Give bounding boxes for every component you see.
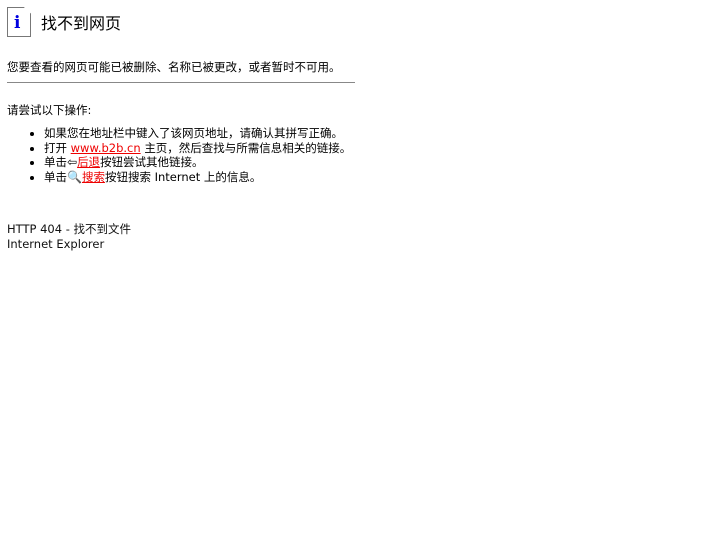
page-title: 找不到网页 xyxy=(41,14,122,33)
divider xyxy=(7,82,355,83)
item-text: 打开 xyxy=(44,140,67,155)
info-document-icon: i xyxy=(7,7,31,37)
browser-name: Internet Explorer xyxy=(7,236,105,251)
item-text: 主页，然后查找与所需信息相关的链接。 xyxy=(144,140,352,155)
search-link[interactable]: 搜索 xyxy=(81,169,105,184)
error-message: 您要查看的网页可能已被删除、名称已被更改，或者暂时不可用。 xyxy=(7,60,341,74)
item-text: 单击 xyxy=(44,169,67,184)
back-arrow-icon: ⇦ xyxy=(67,155,78,169)
homepage-link[interactable]: www.b2b.cn xyxy=(70,140,141,155)
item-text: 单击 xyxy=(44,155,67,169)
search-globe-icon: 🔍 xyxy=(67,169,82,184)
back-link[interactable]: 后退 xyxy=(77,155,101,169)
item-text: 按钮尝试其他链接。 xyxy=(100,155,204,169)
error-code: HTTP 404 - 找不到文件 xyxy=(7,222,131,236)
item-text: 按钮搜索 Internet 上的信息。 xyxy=(104,169,262,184)
list-item: 单击🔍搜索按钮搜索 Internet 上的信息。 xyxy=(44,170,351,185)
page-header: i 找不到网页 xyxy=(7,7,121,37)
try-heading: 请尝试以下操作: xyxy=(7,103,92,117)
list-item: 打开 www.b2b.cn 主页，然后查找与所需信息相关的链接。 xyxy=(44,141,351,156)
list-item: 如果您在地址栏中键入了该网页地址，请确认其拼写正确。 xyxy=(44,126,351,141)
item-text: 如果您在地址栏中键入了该网页地址，请确认其拼写正确。 xyxy=(44,126,343,140)
footer: HTTP 404 - 找不到文件 Internet Explorer xyxy=(7,222,131,251)
suggestion-list: 如果您在地址栏中键入了该网页地址，请确认其拼写正确。 打开 www.b2b.cn… xyxy=(7,126,351,184)
list-item: 单击⇦后退按钮尝试其他链接。 xyxy=(44,155,351,170)
